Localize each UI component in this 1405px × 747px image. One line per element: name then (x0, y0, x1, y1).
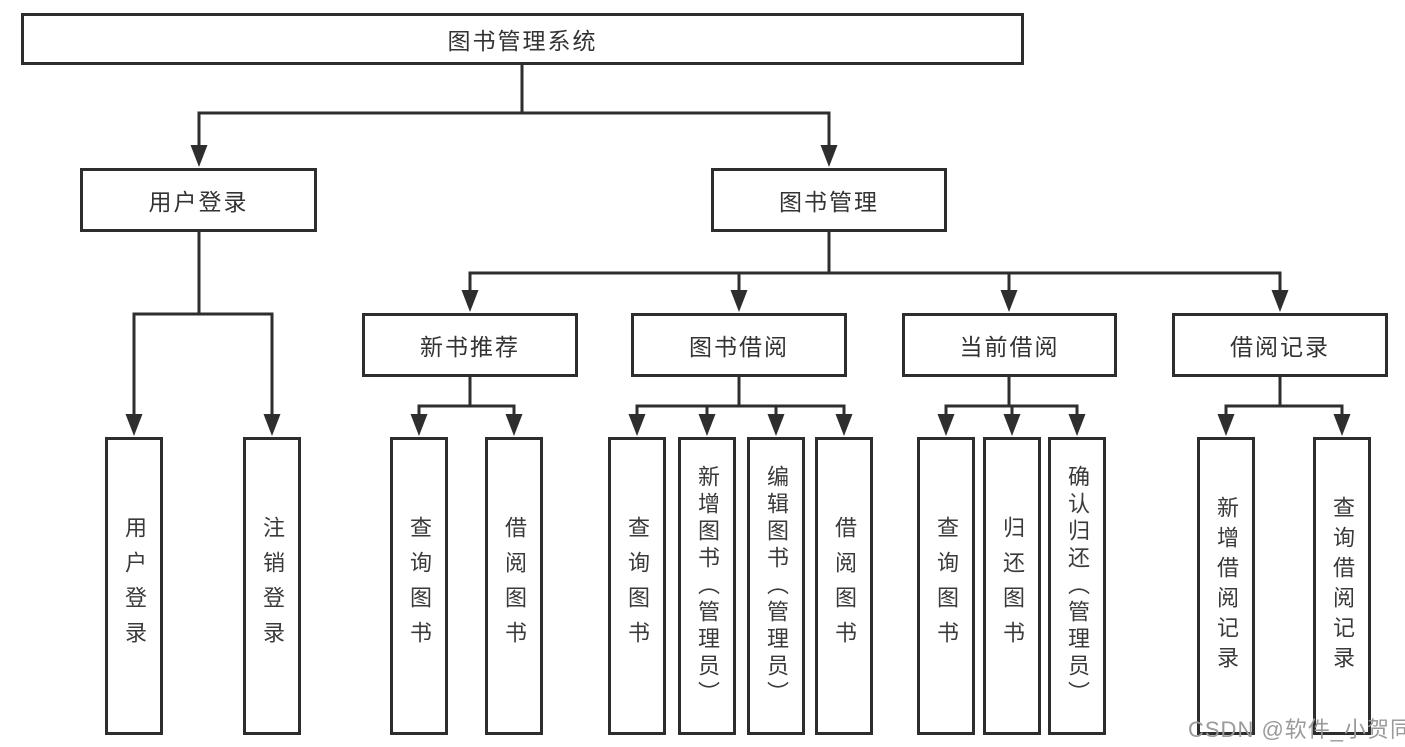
leaf-label: 借阅图书 (832, 516, 857, 656)
arrowhead (190, 145, 208, 167)
arrowhead (461, 290, 479, 312)
node-label: 用户登录 (148, 189, 249, 215)
node-label: 当前借阅 (959, 334, 1060, 360)
node-label: 图书借阅 (689, 334, 789, 360)
node-borrowing-records: 借阅记录 (1172, 313, 1388, 377)
arrowhead (263, 414, 281, 436)
arrowhead (730, 290, 748, 312)
arrowhead (1271, 290, 1289, 312)
csdn-watermark: CSDN @软件_小贺同学 (1188, 717, 1405, 742)
leaf-borrow-books-2: 借阅图书 (815, 437, 873, 735)
arrowhead (820, 145, 838, 167)
leaf-label: 确认归还（管理员） (1065, 464, 1090, 708)
node-label: 借阅记录 (1230, 334, 1330, 360)
arrowhead (1068, 414, 1086, 436)
arrowhead (125, 414, 143, 436)
node-user-login: 用户登录 (80, 168, 317, 232)
arrowhead (1003, 414, 1021, 436)
leaf-query-books-2: 查询图书 (608, 437, 666, 735)
leaf-user-login: 用户登录 (105, 437, 163, 735)
arrowhead (505, 414, 523, 436)
leaf-label: 用户登录 (122, 516, 147, 656)
leaf-label: 新增图书（管理员） (695, 464, 720, 708)
leaf-label: 归还图书 (1000, 516, 1025, 656)
leaf-query-books-1: 查询图书 (390, 437, 448, 735)
leaf-confirm-return-admin: 确认归还（管理员） (1048, 437, 1106, 735)
leaf-query-borrow-record: 查询借阅记录 (1313, 437, 1371, 735)
node-label: 图书管理系统 (447, 28, 598, 54)
leaf-label: 查询图书 (407, 516, 432, 656)
leaf-label: 新增借阅记录 (1214, 496, 1239, 676)
leaf-label: 查询借阅记录 (1330, 496, 1355, 676)
leaf-logout: 注销登录 (243, 437, 301, 735)
leaf-edit-books-admin: 编辑图书（管理员） (747, 437, 805, 735)
node-label: 图书管理 (779, 189, 879, 215)
leaf-add-borrow-record: 新增借阅记录 (1197, 437, 1255, 735)
arrowhead (1217, 414, 1235, 436)
leaf-label: 借阅图书 (502, 516, 527, 656)
node-book-borrowing: 图书借阅 (631, 313, 847, 377)
node-library-management-system: 图书管理系统 (21, 13, 1024, 65)
connector-paths (132, 65, 1344, 416)
arrowhead (698, 414, 716, 436)
leaf-label: 编辑图书（管理员） (764, 464, 789, 708)
leaf-borrow-books-1: 借阅图书 (485, 437, 543, 735)
arrowhead (835, 414, 853, 436)
arrowhead (1000, 290, 1018, 312)
arrowhead (1333, 414, 1351, 436)
leaf-label: 注销登录 (260, 516, 285, 656)
leaf-add-books-admin: 新增图书（管理员） (678, 437, 736, 735)
leaf-label: 查询图书 (934, 516, 959, 656)
leaf-label: 查询图书 (625, 516, 650, 656)
node-label: 新书推荐 (420, 334, 520, 360)
arrowhead (937, 414, 955, 436)
arrowhead (628, 414, 646, 436)
node-current-borrowing: 当前借阅 (902, 313, 1117, 377)
arrowhead (410, 414, 428, 436)
arrowhead (767, 414, 785, 436)
leaf-return-books: 归还图书 (983, 437, 1041, 735)
node-book-management: 图书管理 (711, 168, 947, 232)
leaf-query-books-3: 查询图书 (917, 437, 975, 735)
node-new-book-recommendation: 新书推荐 (362, 313, 578, 377)
